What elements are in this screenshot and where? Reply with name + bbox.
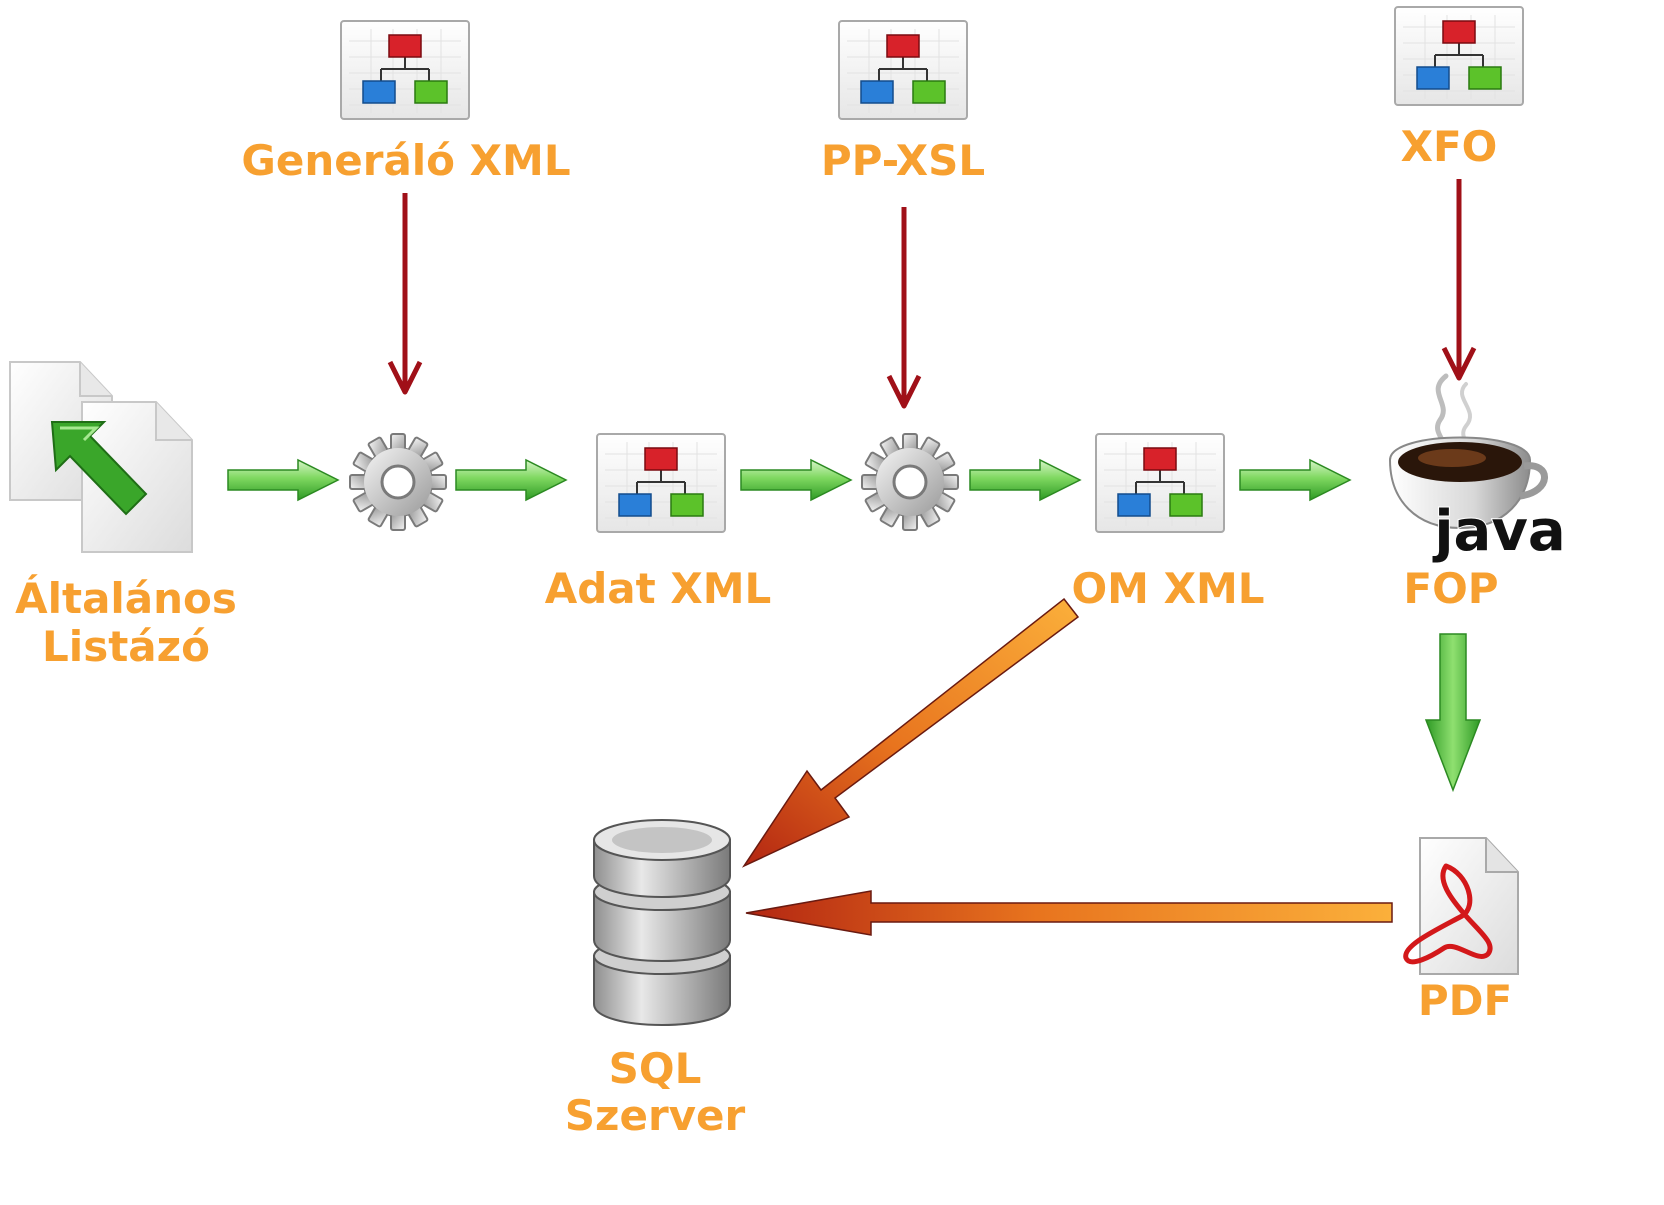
sql-szerver-label-line2: Szerver: [565, 1091, 746, 1140]
generalo-xml-icon: [340, 20, 470, 120]
dependency-arrow-generalo: [387, 193, 423, 395]
fop-label: FOP: [1403, 564, 1498, 613]
store-arrow-pdf: [745, 890, 1393, 936]
sql-szerver-label-line1: SQL: [609, 1044, 702, 1093]
pp-xsl-label: PP-XSL: [821, 136, 985, 185]
dependency-arrow-pp-xsl: [886, 207, 922, 409]
flow-arrow: [1239, 459, 1351, 501]
flow-arrow-down: [1424, 633, 1482, 793]
flow-arrow: [227, 459, 339, 501]
xfo-label: XFO: [1401, 122, 1498, 171]
om-xml-label: OM XML: [1071, 564, 1264, 613]
flow-arrow: [740, 459, 852, 501]
dependency-arrow-xfo: [1441, 179, 1477, 381]
generalo-xml-label: Generáló XML: [241, 136, 570, 185]
flow-arrow: [969, 459, 1081, 501]
altalanos-listazo-label-line2: Listázó: [42, 622, 210, 671]
pdf-label: PDF: [1418, 976, 1512, 1025]
altalanos-listazo-label-line1: Általános: [15, 573, 237, 623]
java-logo-icon: java: [1388, 373, 1567, 565]
database-icon: [593, 819, 731, 1026]
flow-arrow: [455, 459, 567, 501]
gear-icon: [348, 432, 448, 532]
gear-icon: [860, 432, 960, 532]
pp-xsl-icon: [838, 20, 968, 120]
om-xml-icon: [1095, 433, 1225, 533]
copy-files-icon: [9, 361, 193, 553]
adat-xml-label: Adat XML: [545, 564, 772, 613]
adat-xml-icon: [596, 433, 726, 533]
store-arrow-om-xml: [741, 597, 1080, 868]
java-wordmark: java: [1432, 499, 1565, 564]
pdf-icon: [1403, 837, 1519, 975]
xfo-icon: [1394, 6, 1524, 106]
